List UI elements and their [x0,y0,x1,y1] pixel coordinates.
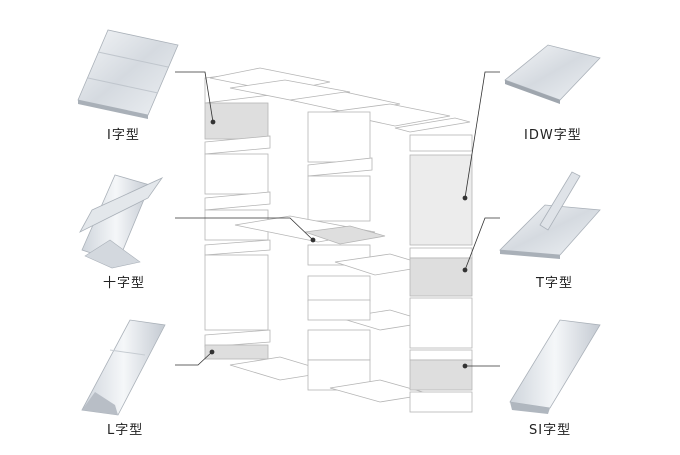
right-column [409,134,473,413]
leader-idw-type [464,71,500,199]
idw-type-profile-image [504,44,601,104]
si-type-profile-image [509,319,601,414]
assembly [204,67,473,413]
l-type-profile-image [81,319,166,416]
middle-column [229,111,431,403]
right-mid-highlight [409,257,473,297]
left-panel-highlight [204,102,269,140]
i-type-label: I字型 [107,128,140,143]
leader-t-type [464,217,500,271]
leader-i-type [175,71,214,123]
left-column [204,69,271,360]
i-type-profile-image [77,29,179,119]
idw-type-label: IDW字型 [524,128,582,143]
cross-type-profile-image [79,174,164,269]
left-bottom-highlight [204,344,269,360]
leader-l-type [175,351,213,366]
leader-lines [175,71,500,369]
t-type-label: T字型 [536,276,573,291]
cross-type-label: 十字型 [103,276,146,291]
middle-shelf-highlight [304,225,386,245]
right-lower-highlight [409,359,473,391]
right-panel-highlight [409,154,473,246]
t-type-profile-image [499,171,601,259]
si-type-label: SI字型 [529,423,572,438]
top-shelves [209,67,471,133]
leader-cross-type [175,217,314,241]
l-type-label: L字型 [107,423,144,438]
